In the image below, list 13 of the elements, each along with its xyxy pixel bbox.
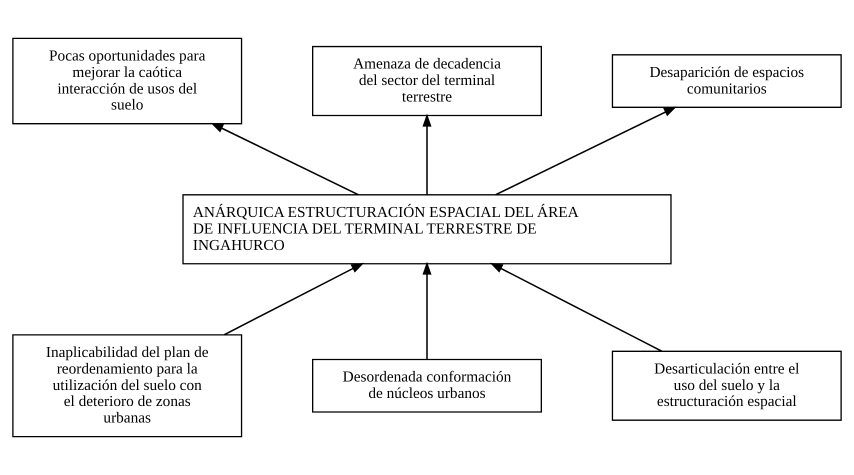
node-box: Inaplicabilidad del plan de reordenamiento para la utilización del suelo con el deterioro de zonas urbanas	[12, 334, 242, 438]
node-box: Pocas oportunidades para mejorar la caótica interacción de usos del suelo	[12, 38, 242, 124]
arrow	[495, 106, 677, 196]
node-box: Amenaza de decadencia del sector del terminal terrestre	[312, 46, 542, 116]
arrow	[210, 122, 359, 196]
node-box: Desordenada conformación de núcleos urbanos	[312, 358, 542, 413]
arrow	[224, 262, 364, 336]
node-box: ANÁRQUICA ESTRUCTURACIÓN ESPACIAL DEL ÁREA DE INFLUENCIA DEL TERMINAL TERRESTRE DE INGAHURCO	[182, 194, 672, 264]
arrow	[490, 262, 662, 352]
arrow	[422, 262, 432, 360]
node-box: Desarticulación entre el uso del suelo y la estructuración espacial	[612, 350, 842, 421]
node-box: Desaparición de espacios comunitarios	[612, 54, 842, 108]
arrow	[422, 114, 432, 195]
